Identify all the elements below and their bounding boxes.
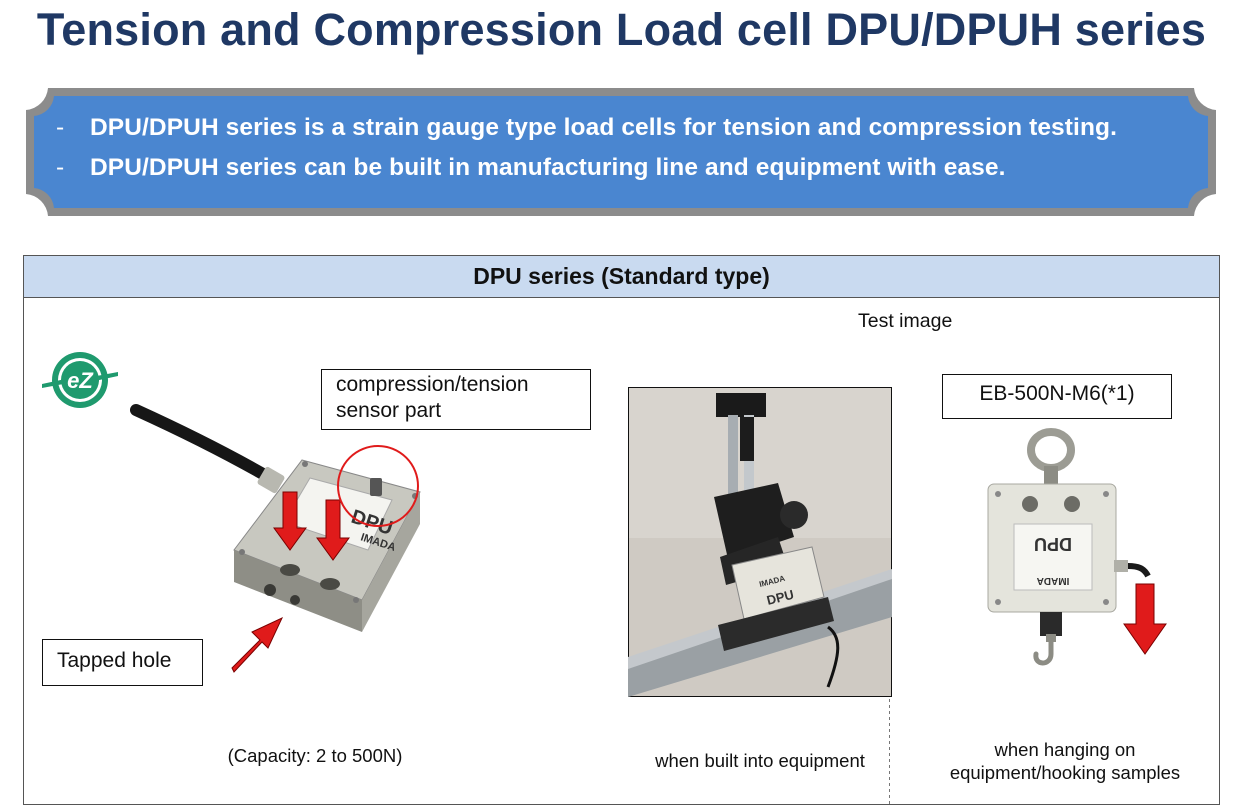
feature-banner (24, 86, 1218, 218)
capacity-caption: (Capacity: 2 to 500N) (227, 745, 403, 766)
hanging-caption-line-2: equipment/hooking samples (949, 762, 1181, 783)
sensor-part-callout: compression/tension sensor part (321, 369, 591, 430)
page-title: Tension and Compression Load cell DPU/DP… (36, 4, 1207, 55)
right-device-maker: IMADA (1037, 575, 1070, 586)
equipment-caption: when built into equipment (655, 750, 865, 771)
equipment-photo: DPU IMADA (628, 387, 892, 697)
middle-device-brand: DPU (765, 587, 795, 608)
dpu-section: DPU series (Standard type) (23, 255, 1220, 805)
banner-bullets: - DPU/DPUH series is a strain gauge type… (56, 114, 1196, 194)
hanging-device-photo: DPU IMADA (987, 428, 1167, 666)
callout-line-1: compression/tension (336, 373, 529, 396)
callout-line-2: sensor part (336, 399, 442, 422)
bullet-dash: - (56, 154, 65, 181)
banner-text-1: DPU/DPUH series is a strain gauge type l… (90, 114, 1117, 141)
dpu-device-photo: DPU IMADA (130, 404, 421, 632)
tapped-hole-callout: Tapped hole (42, 639, 203, 686)
right-device-brand: DPU (1034, 534, 1072, 554)
hanging-caption: when hanging on equipment/hooking sample… (915, 738, 1215, 784)
hanging-caption-line-1: when hanging on (994, 739, 1136, 760)
banner-shape (26, 88, 1216, 216)
model-label-box: EB-500N-M6(*1) (942, 374, 1172, 419)
banner-bullet-2: - DPU/DPUH series can be built in manufa… (56, 154, 1196, 194)
logo-text: eZ (67, 368, 94, 393)
bullet-dash: - (56, 114, 65, 141)
section-header: DPU series (Standard type) (24, 256, 1219, 298)
banner-text-2: DPU/DPUH series can be built in manufact… (90, 154, 1006, 181)
tapped-hole-arrow-icon (231, 616, 284, 673)
ez-logo-icon: eZ (42, 352, 118, 408)
test-image-label: Test image (858, 310, 953, 332)
banner-bullet-1: - DPU/DPUH series is a strain gauge type… (56, 114, 1196, 154)
